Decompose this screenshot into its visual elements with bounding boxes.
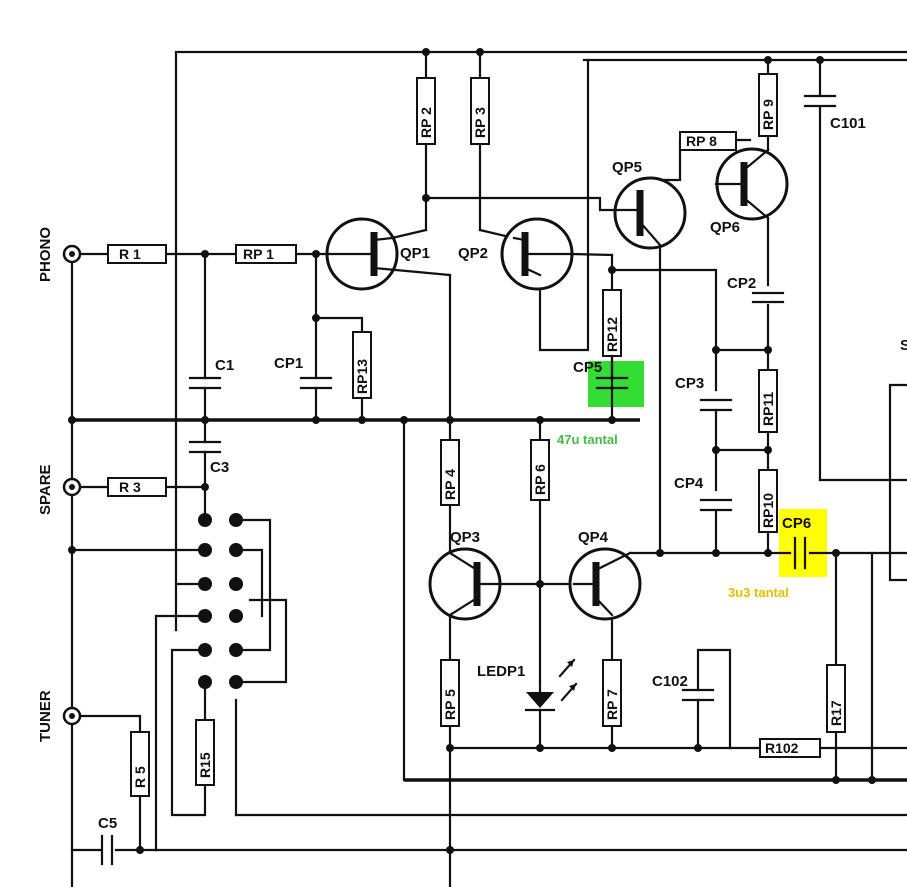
resistor-r5: R 5 <box>130 731 150 797</box>
resistor-r15: R15 <box>195 719 215 786</box>
capacitor-c1: C1 <box>188 357 234 390</box>
resistor-rp9: RP 9 <box>758 73 778 137</box>
resistor-r1: R 1 <box>107 244 167 264</box>
input-jacks <box>62 244 82 726</box>
transistor-qp3: QP3 <box>428 529 502 621</box>
svg-text:CP1: CP1 <box>274 355 303 372</box>
svg-text:R 5: R 5 <box>132 766 148 788</box>
svg-text:RP 4: RP 4 <box>442 469 458 500</box>
resistor-rp6: RP 6 <box>530 439 550 501</box>
svg-text:R 1: R 1 <box>119 246 141 262</box>
capacitor-cp3: CP3 <box>675 375 733 412</box>
capacitor-cp1: CP1 <box>274 355 333 390</box>
input-label-spare: SPARE <box>37 464 54 515</box>
svg-text:LEDP1: LEDP1 <box>477 663 525 680</box>
transistor-qp4: QP4 <box>568 529 642 621</box>
resistor-rp7: RP 7 <box>602 659 622 727</box>
svg-text:R102: R102 <box>765 740 799 756</box>
svg-text:RP 2: RP 2 <box>418 107 434 138</box>
resistor-rp11: RP11 <box>758 369 778 433</box>
svg-text:QP2: QP2 <box>458 245 488 262</box>
resistor-r17: R17 <box>826 664 846 733</box>
capacitor-c102: C102 <box>652 673 715 702</box>
capacitor-cp6: CP6 <box>782 515 811 570</box>
resistor-rp5: RP 5 <box>440 659 460 727</box>
svg-text:C102: C102 <box>652 673 688 690</box>
svg-text:CP3: CP3 <box>675 375 704 392</box>
svg-text:RP 5: RP 5 <box>442 689 458 720</box>
transistor-qp6: QP6 <box>710 147 789 236</box>
svg-text:C1: C1 <box>215 357 234 374</box>
svg-text:RP 7: RP 7 <box>604 689 620 720</box>
resistor-r3: R 3 <box>107 477 167 497</box>
svg-text:CP4: CP4 <box>674 475 704 492</box>
capacitor-c101: C101 <box>803 94 866 132</box>
svg-text:QP5: QP5 <box>612 159 642 176</box>
svg-text:RP12: RP12 <box>604 317 620 352</box>
svg-text:R 3: R 3 <box>119 479 141 495</box>
svg-text:C3: C3 <box>210 459 229 476</box>
cp5-highlight <box>588 361 644 407</box>
svg-text:CP5: CP5 <box>573 359 602 376</box>
svg-text:CP6: CP6 <box>782 515 811 532</box>
resistor-rp3: RP 3 <box>470 77 490 145</box>
svg-text:RP 9: RP 9 <box>760 99 776 130</box>
svg-text:QP4: QP4 <box>578 529 609 546</box>
svg-text:QP6: QP6 <box>710 219 740 236</box>
cp6-value-note: 3u3 tantal <box>728 585 789 600</box>
svg-text:QP1: QP1 <box>400 245 430 262</box>
resistor-rp13: RP13 <box>352 331 372 399</box>
svg-text:RP 3: RP 3 <box>472 107 488 138</box>
svg-text:RP 1: RP 1 <box>243 246 274 262</box>
svg-text:QP3: QP3 <box>450 529 480 546</box>
svg-text:RP11: RP11 <box>760 392 776 426</box>
svg-text:R17: R17 <box>828 700 844 726</box>
svg-text:C5: C5 <box>98 815 117 832</box>
svg-text:RP 6: RP 6 <box>532 464 548 495</box>
resistor-rp12: RP12 <box>602 289 622 357</box>
transistor-qp2: QP2 <box>458 217 614 291</box>
input-label-phono: PHONO <box>37 227 54 282</box>
capacitor-cp2: CP2 <box>727 275 785 304</box>
resistor-rp1: RP 1 <box>235 244 297 264</box>
capacitor-c3: C3 <box>188 440 229 476</box>
svg-text:RP10: RP10 <box>760 493 776 528</box>
led-ledp1: LEDP1 <box>477 658 578 712</box>
wires <box>70 50 907 887</box>
transistor-qp5: QP5 <box>612 159 687 250</box>
svg-text:RP 8: RP 8 <box>686 133 717 149</box>
svg-text:C101: C101 <box>830 115 866 132</box>
transistor-qp1: QP1 <box>325 217 452 291</box>
svg-text:RP13: RP13 <box>354 359 370 394</box>
resistor-rp4: RP 4 <box>440 439 460 506</box>
edge-label-fragment: S <box>900 337 907 354</box>
cp5-value-note: 47u tantal <box>557 432 618 447</box>
resistor-rp10: RP10 <box>758 469 778 533</box>
capacitor-cp5: CP5 <box>573 354 629 390</box>
svg-text:CP2: CP2 <box>727 275 756 292</box>
cp6-highlight <box>779 509 827 577</box>
resistor-rp2: RP 2 <box>416 77 436 145</box>
svg-text:R15: R15 <box>197 752 213 778</box>
capacitor-cp4: CP4 <box>674 475 733 512</box>
resistor-r102: R102 <box>759 738 821 758</box>
capacitor-c5: C5 <box>98 815 117 866</box>
input-label-tuner: TUNER <box>37 690 54 742</box>
resistor-rp8: RP 8 <box>679 131 737 151</box>
junctions <box>68 48 876 854</box>
